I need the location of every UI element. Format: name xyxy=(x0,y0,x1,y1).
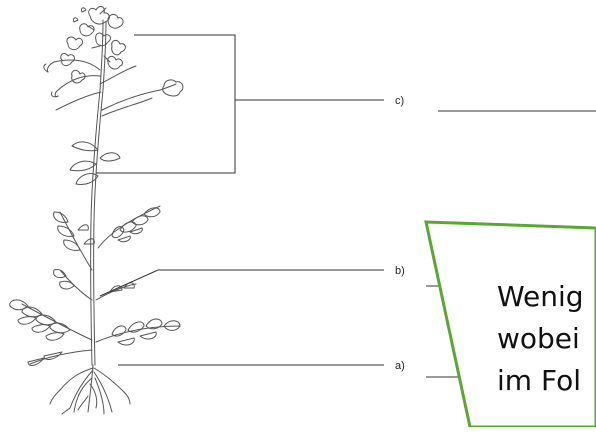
leaf-lower-left xyxy=(9,299,93,366)
leaf-mid-right xyxy=(97,205,161,249)
callout-box xyxy=(424,220,596,429)
callout-line-2: wobei xyxy=(497,322,580,355)
leader-lines xyxy=(96,34,384,366)
main-stem xyxy=(90,19,104,366)
roots xyxy=(49,364,131,415)
plant-illustration xyxy=(9,5,184,415)
leaf-lower-right xyxy=(95,282,181,346)
label-b: b) xyxy=(395,265,405,277)
label-a: a) xyxy=(395,360,405,372)
leader-line-b-diagonal xyxy=(99,269,159,297)
bracket-c xyxy=(96,34,236,174)
callout-text: Wenig wobei im Fol xyxy=(497,276,596,402)
label-c: c) xyxy=(395,95,404,107)
leaf-mid-left xyxy=(53,211,95,301)
seed-pods xyxy=(43,59,184,117)
callout-line-3: im Fol xyxy=(497,364,581,397)
callout-line-1: Wenig xyxy=(497,280,584,313)
flower-cluster xyxy=(60,5,126,84)
